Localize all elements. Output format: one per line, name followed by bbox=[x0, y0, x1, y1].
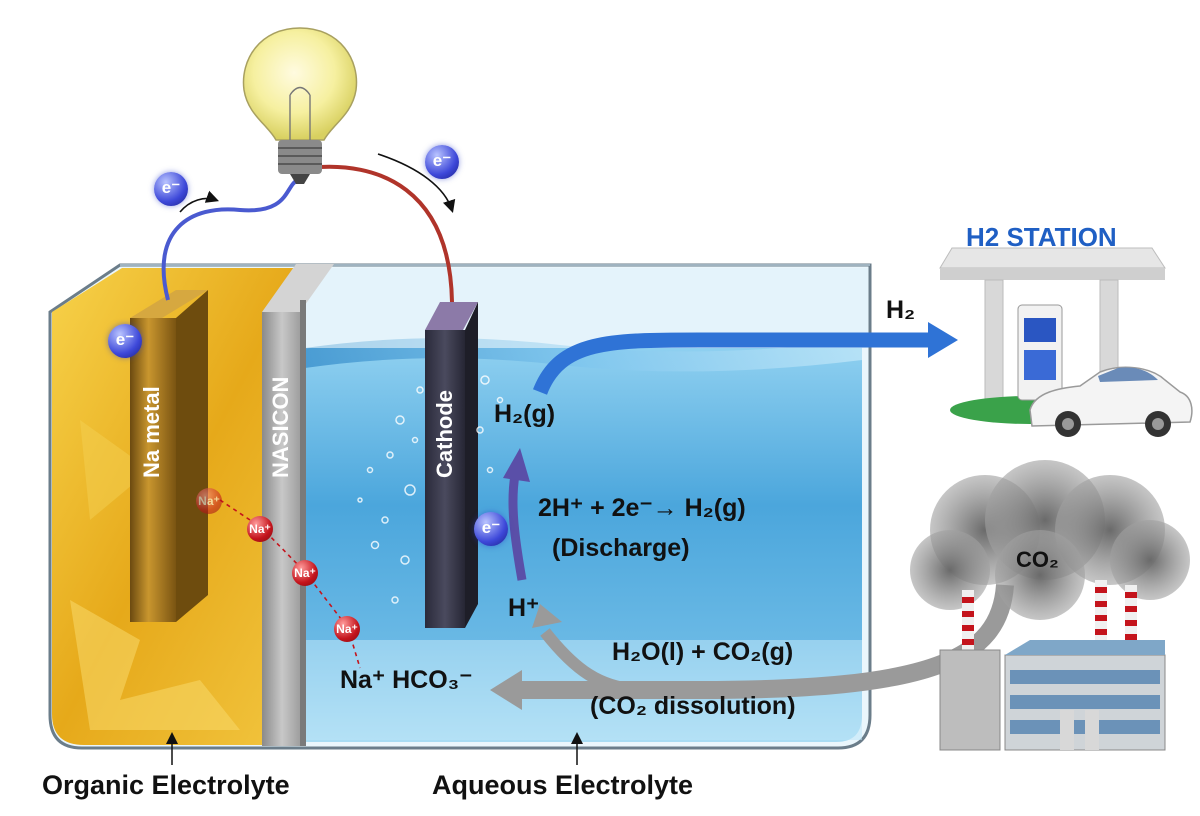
h2-output-label: H₂ bbox=[886, 296, 916, 324]
na-metal-label: Na metal bbox=[139, 386, 164, 478]
discharge-label: (Discharge) bbox=[552, 534, 690, 562]
organic-electrolyte-label: Organic Electrolyte bbox=[42, 770, 290, 800]
sodium-ion-icon: Na⁺ bbox=[334, 616, 360, 642]
smoke-cloud-icon bbox=[910, 460, 1190, 620]
co2-dissolution-arrow bbox=[520, 584, 1014, 699]
proton-label: H⁺ bbox=[508, 594, 540, 622]
aqueous-electrolyte-label: Aqueous Electrolyte bbox=[432, 770, 694, 800]
cathode-electrode bbox=[425, 302, 478, 628]
hydrogen-output-arrow bbox=[533, 332, 932, 395]
co2-dissolution-label: (CO₂ dissolution) bbox=[590, 692, 796, 720]
h2-station-sign: H2 STATION bbox=[966, 222, 1117, 252]
bicarbonate-label: Na⁺ HCO₃⁻ bbox=[340, 666, 473, 694]
sodium-ion-icon: Na⁺ bbox=[292, 560, 318, 586]
co2-equation: H₂O(l) + CO₂(g) bbox=[612, 638, 794, 666]
wire-right bbox=[307, 164, 454, 303]
car-icon bbox=[1029, 366, 1193, 437]
sodium-metal-electrode bbox=[130, 290, 208, 622]
reaction-equation: 2H⁺ + 2e⁻→ H₂(g) bbox=[538, 494, 746, 522]
sodium-ion-icon: Na⁺ bbox=[196, 488, 222, 514]
co2-to-proton-arrow bbox=[540, 628, 641, 696]
hydrogen-station-icon bbox=[939, 247, 1166, 424]
electron-flow-arrow-left bbox=[179, 190, 220, 213]
h2-gas-label: H₂(g) bbox=[494, 400, 556, 428]
electrolyte-tank bbox=[48, 263, 872, 750]
electron-flow-arrow-right bbox=[377, 153, 456, 214]
factory-icon bbox=[939, 580, 1166, 751]
electron-icon: e⁻ bbox=[425, 145, 459, 179]
nasicon-label: NASICON bbox=[268, 376, 293, 478]
wire-left bbox=[161, 178, 300, 301]
hydrogen-bubbles bbox=[357, 375, 504, 604]
sodium-ion-icon: Na⁺ bbox=[247, 516, 273, 542]
electron-icon: e⁻ bbox=[108, 324, 142, 358]
discharge-arrow bbox=[508, 474, 527, 581]
electron-icon: e⁻ bbox=[154, 172, 188, 206]
cathode-label: Cathode bbox=[432, 390, 457, 478]
co2-label: CO₂ bbox=[1016, 547, 1059, 572]
light-bulb-icon bbox=[242, 27, 358, 184]
electron-icon: e⁻ bbox=[474, 512, 508, 546]
